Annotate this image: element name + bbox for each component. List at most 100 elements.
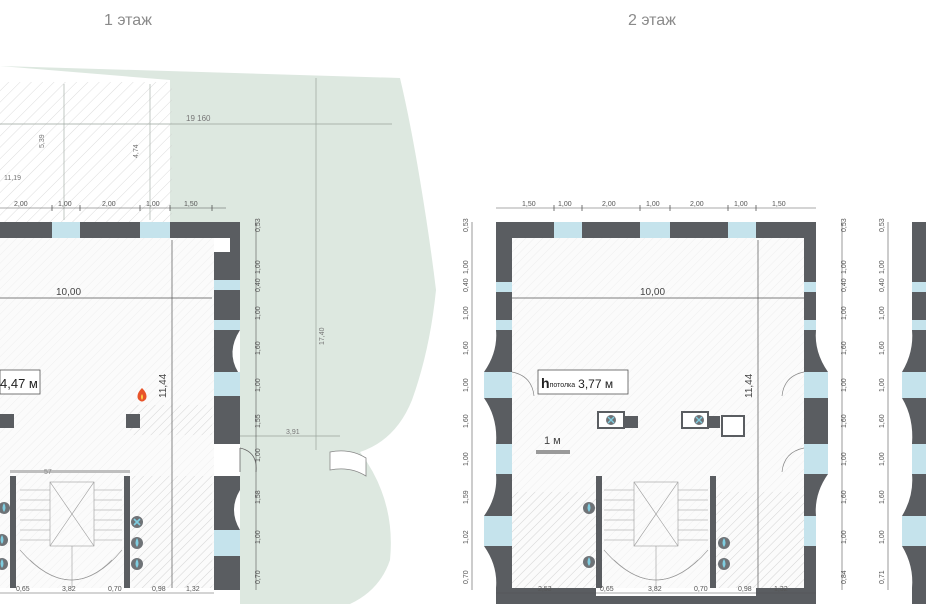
left-dim-2-6: 1,60: [463, 414, 470, 428]
wall-top-1a: [0, 222, 52, 238]
bottom-dim-1-1: 3,82: [62, 586, 76, 593]
top-dim-1-1: 1,00: [58, 201, 72, 208]
water-icon: [718, 537, 730, 549]
window-left-2b: [496, 320, 512, 330]
water-icon: [0, 502, 10, 514]
left-dim-2-3: 1,00: [463, 306, 470, 320]
wall-top-1b: [80, 222, 140, 238]
wall-left-2b: [496, 292, 512, 320]
partition-left-2: [596, 476, 602, 588]
bedroom-zone-left: [512, 492, 596, 588]
wall-bottom-mid-2: [596, 596, 756, 604]
wall-right-2d: [804, 398, 828, 444]
left-dim-2-2: 0,40: [463, 278, 470, 292]
top-dim-2-6: 1,50: [772, 201, 786, 208]
wall-bottom-left-2: [496, 588, 596, 604]
wall-top-2b: [582, 222, 640, 238]
door-left-2: [511, 371, 535, 397]
right-dim-1-10: 0,70: [255, 570, 262, 584]
utility-block-2b: [681, 411, 745, 437]
right-dim-1-7: 1,00: [255, 448, 262, 462]
wall-corner-top-left-3: [912, 222, 926, 282]
right-dim-2-2: 0,40: [841, 278, 848, 292]
window-top-2c: [728, 222, 756, 238]
bottom-dim-1-4: 1,32: [186, 586, 200, 593]
window-right-2d: [804, 444, 828, 474]
right-dim-2-5: 1,00: [841, 378, 848, 392]
left-dim-2-8: 1,59: [463, 490, 470, 504]
window-left-3d: [912, 444, 926, 474]
window-right-2e: [804, 516, 816, 546]
right-dim-1-4: 1,60: [255, 341, 262, 355]
door-right-2: [781, 371, 805, 397]
wall-right-1e: [214, 476, 240, 530]
left-dim-2-10: 0,70: [463, 570, 470, 584]
bottom-dim-2-2: 3,82: [648, 586, 662, 593]
right-dim-2-6: 1,60: [841, 414, 848, 428]
floor-1-depth-dim: 11,44: [158, 373, 169, 398]
wall-left-3c: [902, 330, 926, 372]
left-dim-3-5: 1,00: [879, 378, 886, 392]
window-right-2a: [804, 282, 816, 292]
ceiling-height-1: 4,47 м: [0, 376, 38, 391]
wall-top-2c: [670, 222, 728, 238]
wall-corner-bottom-right-2: [756, 546, 816, 604]
wall-left-3f: [902, 546, 926, 604]
column-1a: [0, 414, 14, 428]
window-right-1c: [214, 372, 240, 396]
partition-left-1: [10, 476, 16, 588]
window-top-1b: [140, 222, 170, 238]
left-dim-3-9: 1,00: [879, 530, 886, 544]
ceiling-prefix-2: h: [541, 375, 550, 391]
wall-left-2d: [484, 398, 512, 444]
window-right-2b: [804, 320, 816, 330]
window-left-3b: [912, 320, 926, 330]
stairs-1: [19, 481, 123, 588]
window-left-3c: [902, 372, 926, 398]
bottom-dim-1-2: 0,70: [108, 586, 122, 593]
floor-2-width-dim: 10,00: [640, 287, 665, 298]
plot-dim-a: 5,39: [39, 134, 46, 148]
window-left-3a: [912, 282, 926, 292]
bottom-dim-2-5: 1,32: [774, 586, 788, 593]
plot-dim-width: 19 160: [186, 114, 211, 123]
top-dim-1-0: 2,00: [14, 201, 28, 208]
top-dim-2-4: 2,00: [690, 201, 704, 208]
bedroom-zone-right: [716, 492, 804, 588]
left-dim-3-10: 0,71: [879, 570, 886, 584]
window-left-2e: [484, 516, 512, 546]
window-left-3e: [902, 516, 926, 546]
door-right-2b: [781, 447, 805, 473]
window-right-1a: [214, 280, 240, 290]
window-top-1a: [52, 222, 80, 238]
lawn-area: [0, 66, 436, 604]
left-dim-2-0: 0,53: [463, 218, 470, 232]
left-dim-3-7: 1,00: [879, 452, 886, 466]
right-dim-1-5: 1,00: [255, 378, 262, 392]
porch-door: [329, 450, 367, 477]
scale-bar-label: 1 м: [544, 435, 561, 447]
left-dim-3-2: 0,40: [879, 278, 886, 292]
floor-2-title: 2 этаж: [628, 12, 676, 29]
floor-1-width-dim: 10,00: [56, 287, 81, 298]
wall-corner-top-right-1: [170, 222, 240, 252]
partition-right-2: [710, 476, 716, 588]
right-dim-1-1: 1,00: [255, 260, 262, 274]
water-icon: [583, 502, 595, 514]
wall-right-1a: [214, 252, 240, 280]
stairs-1-label: 57: [44, 469, 52, 476]
bottom-dim-2-3: 0,70: [694, 586, 708, 593]
ceiling-sub-2: потолка: [550, 382, 576, 389]
right-dim-1-9: 1,00: [255, 530, 262, 544]
ventilation-icon: [131, 516, 143, 528]
floor-1-title: 1 этаж: [104, 12, 152, 29]
bottom-dim-2-1: 0,65: [600, 586, 614, 593]
window-top-2a: [554, 222, 582, 238]
wall-left-2e: [484, 474, 512, 516]
plot-dim-depth: 17,40: [319, 327, 326, 345]
left-dim-2-4: 1,60: [463, 341, 470, 355]
water-icon: [583, 556, 595, 568]
top-dim-2-2: 2,00: [602, 201, 616, 208]
left-dim-3-1: 1,00: [879, 260, 886, 274]
